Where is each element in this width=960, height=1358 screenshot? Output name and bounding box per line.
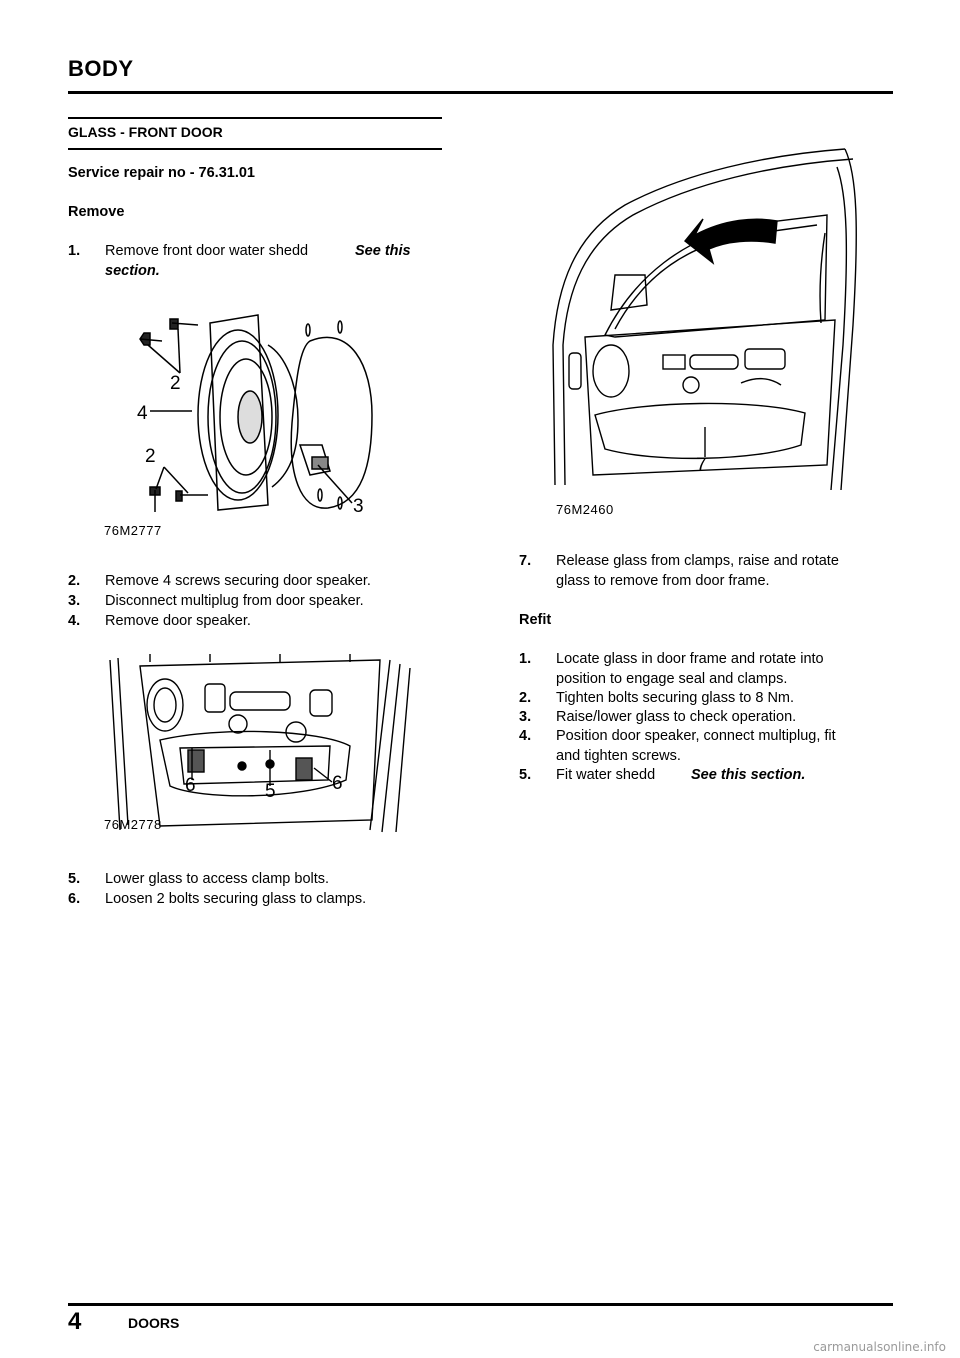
- step-text: Position door speaker, connect multiplug…: [556, 728, 836, 744]
- step-text-cont: glass to remove from door frame.: [556, 573, 770, 589]
- remove-step-4: 4. Remove door speaker.: [68, 612, 448, 631]
- watermark[interactable]: carmanualsonline.info: [813, 1340, 946, 1354]
- step-number: 1.: [519, 651, 532, 667]
- step-text: Raise/lower glass to check operation.: [556, 709, 797, 725]
- step-number: 1.: [68, 243, 81, 259]
- figure-label: 76M2460: [556, 502, 614, 517]
- page-number: 4: [68, 1308, 82, 1335]
- refit-step-5: 5. Fit water shedd See this section.: [519, 766, 899, 785]
- remove-step-1: 1. Remove front door water shedd See thi…: [68, 242, 448, 282]
- step-text-cont: position to engage seal and clamps.: [556, 671, 788, 687]
- header-rule: [68, 91, 893, 94]
- step-number: 3.: [68, 593, 81, 609]
- figure-door-speaker: [139, 314, 373, 512]
- step-text: Remove door speaker.: [105, 613, 251, 629]
- service-repair-number: Service repair no - 76.31.01: [68, 165, 255, 181]
- figure-label: 76M2777: [104, 523, 162, 538]
- cross-reference-link-cont[interactable]: section.: [105, 263, 160, 279]
- remove-step-5: 5. Lower glass to access clamp bolts.: [68, 870, 448, 889]
- callout-2-top: 2: [170, 373, 181, 394]
- remove-step-7: 7. Release glass from clamps, raise and …: [519, 552, 899, 592]
- figure-label: 76M2778: [104, 817, 162, 832]
- figure-door-frame: [552, 148, 857, 491]
- callout-6-left: 6: [185, 775, 196, 796]
- step-text: Locate glass in door frame and rotate in…: [556, 651, 824, 667]
- step-text: Disconnect multiplug from door speaker.: [105, 593, 364, 609]
- step-number: 4.: [519, 728, 532, 744]
- step-number: 3.: [519, 709, 532, 725]
- step-number: 2.: [68, 573, 81, 589]
- step-text: Lower glass to access clamp bolts.: [105, 871, 330, 887]
- cross-reference-link[interactable]: See this: [355, 243, 411, 259]
- remove-step-6: 6. Loosen 2 bolts securing glass to clam…: [68, 890, 448, 909]
- remove-step-2: 2. Remove 4 screws securing door speaker…: [68, 572, 448, 591]
- figure-door-inner-panel: [109, 654, 411, 833]
- callout-3: 3: [353, 496, 364, 517]
- section-top-rule: [68, 117, 442, 119]
- callout-6-right: 6: [332, 773, 343, 794]
- footer-rule: [68, 1303, 893, 1306]
- step-number: 5.: [68, 871, 81, 887]
- callout-7: 7: [696, 455, 707, 476]
- step-text: Remove front door water shedd: [105, 243, 309, 259]
- step-number: 6.: [68, 891, 81, 907]
- step-text: Remove 4 screws securing door speaker.: [105, 573, 371, 589]
- page-header-title: BODY: [68, 56, 134, 81]
- step-text: Tighten bolts securing glass to 8 Nm.: [556, 690, 795, 706]
- step-number: 5.: [519, 767, 532, 783]
- step-text-cont: and tighten screws.: [556, 748, 681, 764]
- refit-heading: Refit: [519, 612, 552, 628]
- callout-5: 5: [265, 781, 276, 802]
- cross-reference-link[interactable]: See this section.: [691, 767, 806, 783]
- refit-step-3: 3. Raise/lower glass to check operation.: [519, 708, 899, 727]
- section-title: GLASS - FRONT DOOR: [68, 124, 223, 140]
- step-text: Release glass from clamps, raise and rot…: [556, 553, 839, 569]
- refit-step-4: 4. Position door speaker, connect multip…: [519, 727, 899, 767]
- section-bottom-rule: [68, 148, 442, 150]
- callout-2-bottom: 2: [145, 446, 156, 467]
- step-text: Fit water shedd: [556, 767, 656, 783]
- step-number: 4.: [68, 613, 81, 629]
- remove-step-3: 3. Disconnect multiplug from door speake…: [68, 592, 448, 611]
- step-number: 7.: [519, 553, 532, 569]
- refit-step-2: 2. Tighten bolts securing glass to 8 Nm.: [519, 689, 899, 708]
- step-text: Loosen 2 bolts securing glass to clamps.: [105, 891, 367, 907]
- callout-4: 4: [137, 403, 148, 424]
- remove-heading: Remove: [68, 204, 125, 220]
- step-number: 2.: [519, 690, 532, 706]
- footer-section-name: DOORS: [128, 1315, 180, 1331]
- refit-step-1: 1. Locate glass in door frame and rotate…: [519, 650, 899, 690]
